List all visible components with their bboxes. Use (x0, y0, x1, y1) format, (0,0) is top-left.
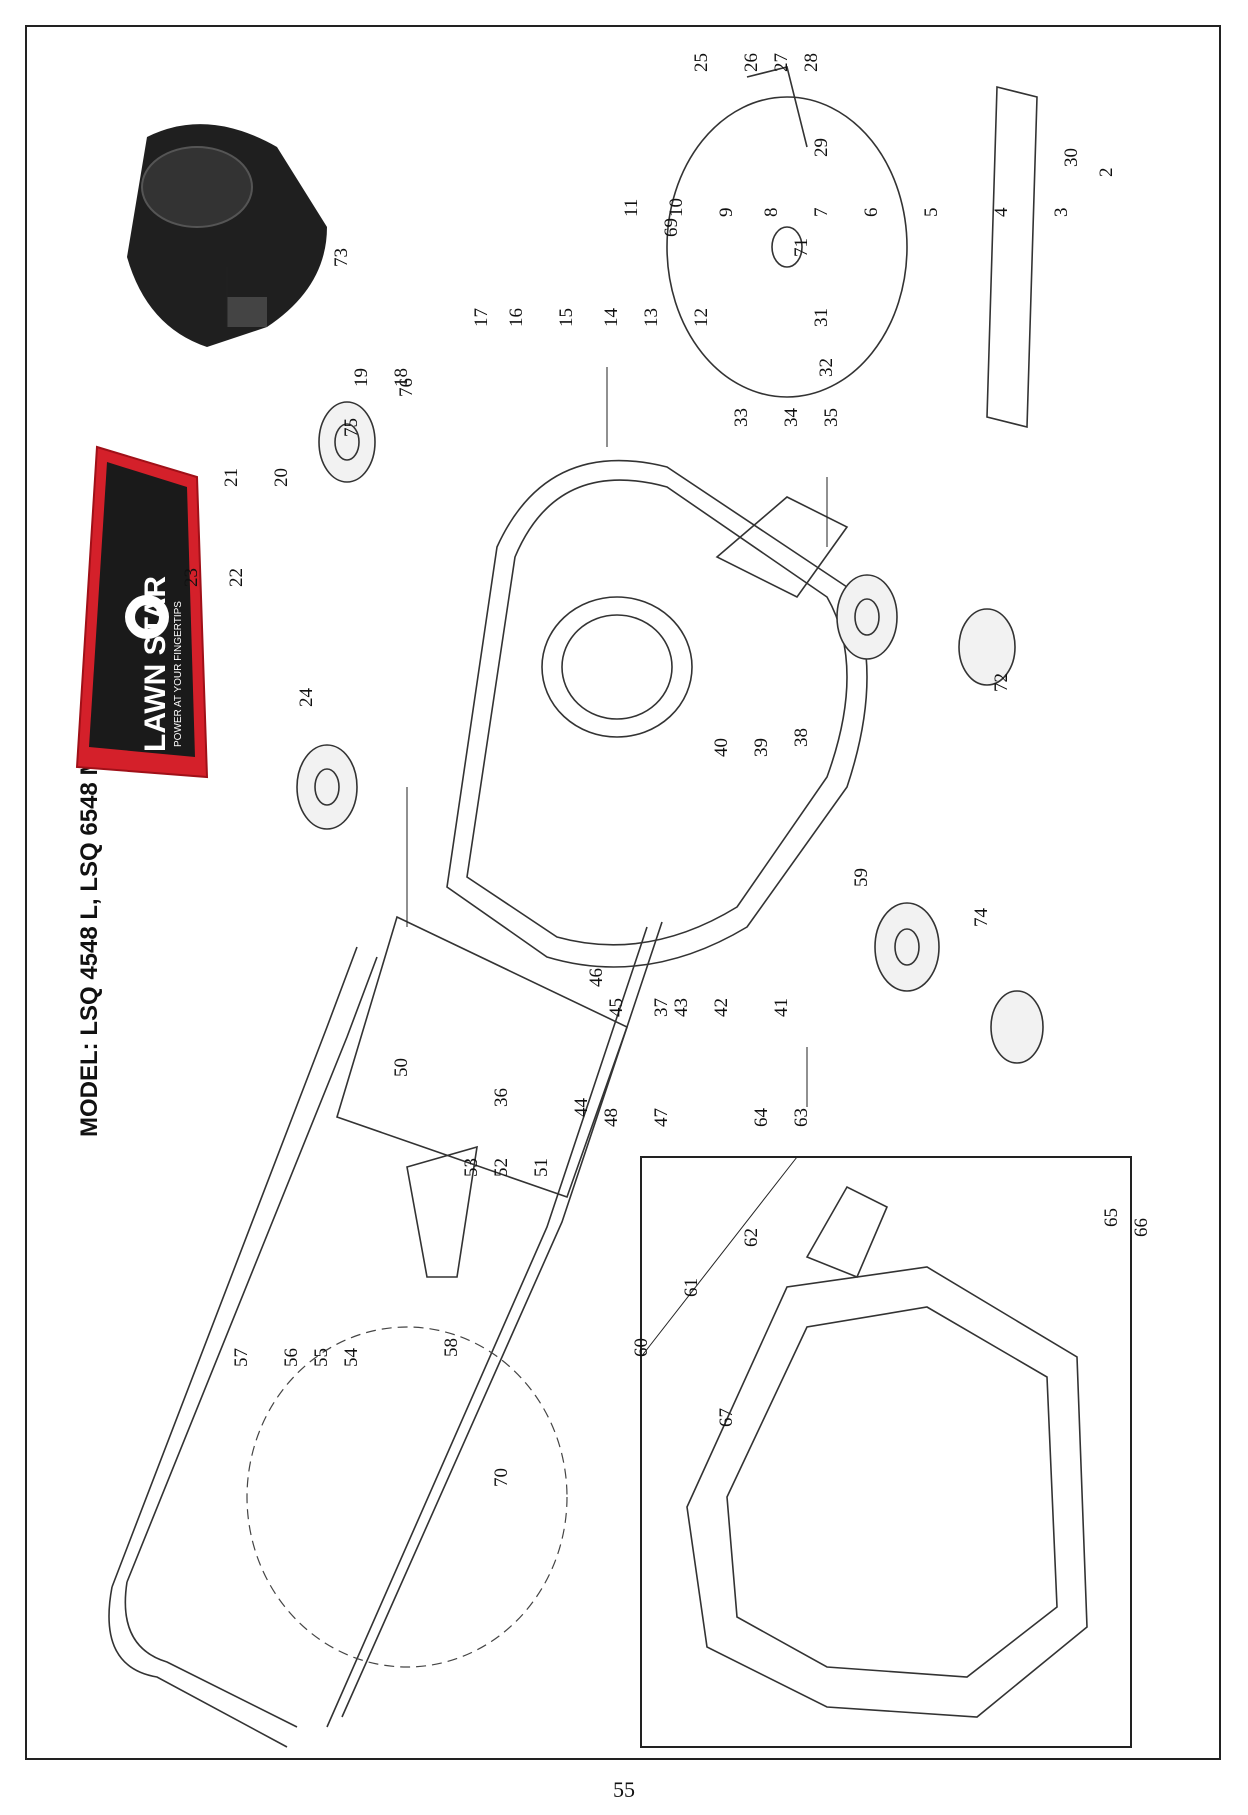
detail-circle-70 (246, 1326, 568, 1668)
part-label-41: 41 (771, 998, 792, 1017)
part-label-55: 55 (311, 1348, 332, 1367)
part-label-52: 52 (491, 1158, 512, 1177)
part-label-67: 67 (716, 1408, 737, 1427)
part-label-66: 66 (1131, 1218, 1152, 1237)
blade (986, 85, 1038, 429)
part-label-48: 48 (601, 1108, 622, 1127)
part-label-17: 17 (471, 308, 492, 327)
part-label-27: 27 (771, 53, 792, 72)
part-label-65: 65 (1101, 1208, 1122, 1227)
grass-catcher (686, 1185, 1088, 1718)
wheel-front-left (318, 401, 376, 483)
part-label-72: 72 (991, 673, 1012, 692)
lawn-star-logo: LAWN STAR POWER AT YOUR FINGERTIPS (75, 445, 209, 779)
part-label-39: 39 (751, 738, 772, 757)
part-label-30: 30 (1061, 148, 1082, 167)
part-label-38: 38 (791, 728, 812, 747)
part-label-76: 76 (396, 378, 417, 397)
part-label-59: 59 (851, 868, 872, 887)
part-label-7: 7 (811, 208, 832, 218)
logo-text: LAWN STAR (139, 576, 172, 752)
page-frame (25, 25, 1221, 1760)
part-label-12: 12 (691, 308, 712, 327)
part-label-24: 24 (296, 688, 317, 708)
part-label-61: 61 (681, 1278, 702, 1297)
part-label-74: 74 (971, 908, 992, 928)
leader-lines (226, 267, 828, 1107)
part-label-5: 5 (921, 208, 942, 218)
page-number: 55 (613, 1777, 635, 1802)
part-label-9: 9 (716, 208, 737, 218)
part-label-36: 36 (491, 1088, 512, 1107)
part-label-14: 14 (601, 308, 622, 328)
part-label-73: 73 (331, 248, 352, 267)
part-label-4: 4 (991, 207, 1012, 217)
part-label-46: 46 (586, 968, 607, 987)
wheel-cap-59 (990, 990, 1044, 1064)
part-label-58: 58 (441, 1338, 462, 1357)
part-label-75: 75 (341, 418, 362, 437)
part-label-34: 34 (781, 408, 802, 428)
part-label-13: 13 (641, 308, 662, 327)
part-label-18: 18 (391, 368, 412, 387)
part-label-40: 40 (711, 738, 732, 757)
part-label-28: 28 (801, 53, 822, 72)
part-label-31: 31 (811, 308, 832, 327)
part-labels: 1234567891011121314151617181920212223242… (181, 53, 1152, 1487)
wheel-cap-72 (958, 608, 1016, 686)
grass-catcher-inset (640, 1156, 1132, 1748)
part-label-64: 64 (751, 1108, 772, 1128)
part-label-42: 42 (711, 998, 732, 1017)
exploded-parts-diagram: MODEL: LSQ 4548 L, LSQ 6548 ML LAWN STAR… (75, 53, 1152, 1748)
engine-illustration (127, 124, 327, 347)
mower-deck (446, 459, 868, 968)
handle-panel (336, 915, 628, 1199)
part-label-8: 8 (761, 208, 782, 218)
part-label-54: 54 (341, 1348, 362, 1368)
part-label-3: 3 (1051, 208, 1072, 218)
part-label-53: 53 (461, 1158, 482, 1177)
part-label-70: 70 (491, 1468, 512, 1487)
part-label-26: 26 (741, 53, 762, 72)
part-label-50: 50 (391, 1058, 412, 1077)
part-label-57: 57 (231, 1348, 252, 1367)
part-label-62: 62 (741, 1228, 762, 1247)
part-label-21: 21 (221, 468, 242, 487)
part-label-60: 60 (631, 1338, 652, 1357)
mulch-plug (406, 1145, 478, 1278)
part-label-20: 20 (271, 468, 292, 487)
part-label-6: 6 (861, 208, 882, 218)
part-label-16: 16 (506, 308, 527, 327)
part-label-23: 23 (181, 568, 202, 587)
wheel-rear-right (874, 902, 940, 992)
logo-tagline: POWER AT YOUR FINGERTIPS (173, 601, 184, 747)
part-label-22: 22 (226, 568, 247, 587)
part-label-35: 35 (821, 408, 842, 427)
part-label-15: 15 (556, 308, 577, 327)
part-label-33: 33 (731, 408, 752, 427)
part-label-25: 25 (691, 53, 712, 72)
wheel-front-right (296, 744, 358, 830)
part-label-43: 43 (671, 998, 692, 1017)
part-label-71: 71 (791, 238, 812, 257)
part-label-44: 44 (571, 1098, 592, 1118)
part-label-10: 10 (666, 198, 687, 217)
model-title: MODEL: LSQ 4548 L, LSQ 6548 ML (76, 741, 103, 1137)
part-label-11: 11 (621, 199, 642, 217)
part-label-63: 63 (791, 1108, 812, 1127)
part-label-47: 47 (651, 1108, 672, 1127)
part-label-56: 56 (281, 1348, 302, 1367)
part-label-51: 51 (531, 1158, 552, 1177)
part-label-45: 45 (606, 998, 627, 1017)
part-label-32: 32 (816, 358, 837, 377)
wheel-rear-left (836, 574, 898, 660)
blade-plate (666, 66, 908, 398)
part-label-2: 2 (1096, 168, 1117, 178)
part-label-19: 19 (351, 368, 372, 387)
part-label-29: 29 (811, 138, 832, 157)
part-label-37: 37 (651, 998, 672, 1017)
handle-frame (108, 921, 663, 1748)
part-label-69: 69 (661, 218, 682, 237)
